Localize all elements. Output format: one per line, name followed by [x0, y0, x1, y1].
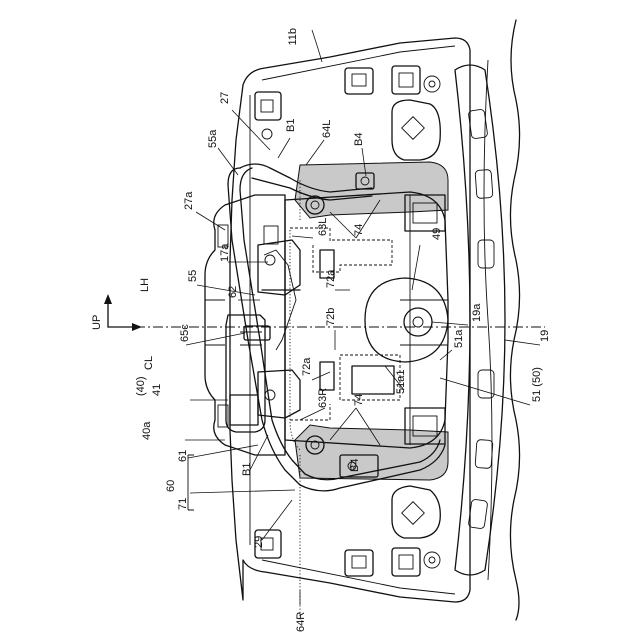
label-40-paren: (40) [135, 376, 147, 396]
label-27: 27 [219, 92, 231, 104]
label-74-top: 74 [353, 224, 365, 236]
leader-lines [185, 30, 540, 605]
label-63R: 63R [317, 388, 329, 408]
label-41: 41 [151, 384, 163, 396]
label-72a-top: 72a [325, 269, 337, 288]
top-bracket-left [255, 92, 281, 139]
label-55: 55 [187, 270, 199, 282]
label-49: 49 [431, 228, 443, 240]
label-B4-top: B4 [353, 133, 365, 146]
label-71: 71 [177, 498, 189, 510]
label-62: 62 [227, 286, 239, 298]
label-51a: 51a [453, 329, 465, 348]
fastener-63R [258, 370, 300, 418]
label-29: 29 [253, 536, 265, 548]
label-17a: 17a [219, 243, 231, 262]
label-61: 61 [177, 450, 189, 462]
label-B1-top: B1 [285, 119, 297, 132]
direction-arrows [104, 294, 142, 331]
case-window [352, 366, 394, 394]
label-19a: 19a [471, 303, 483, 322]
label-B1-bottom: B1 [241, 463, 253, 476]
top-boss [392, 100, 440, 160]
label-51-50: 51 (50) [531, 367, 543, 402]
hidden-line-72a [313, 240, 392, 272]
label-64R: 64R [295, 612, 307, 632]
label-72b: 72b [325, 308, 337, 326]
label-63L: 63L [317, 218, 329, 236]
label-19: 19 [539, 330, 551, 342]
reference-labels: 11b 27 B1 64L B4 55a 27a 63L 74 49 17a 7… [91, 28, 551, 632]
label-64L: 64L [321, 120, 333, 138]
label-27a: 27a [183, 191, 195, 210]
hidden-outline [290, 180, 300, 450]
top-bracket-mid [345, 66, 440, 94]
label-60: 60 [165, 480, 177, 492]
label-CL: CL [143, 356, 155, 370]
bottom-bracket-mid [345, 548, 440, 576]
label-55a: 55a [207, 129, 219, 148]
label-UP: UP [91, 315, 103, 330]
label-74-bottom: 74 [353, 394, 365, 406]
label-40a: 40a [141, 421, 153, 440]
label-11b: 11b [287, 28, 299, 46]
outer-housing-11b [230, 38, 470, 602]
bottom-boss [392, 486, 440, 538]
label-LH: LH [139, 278, 151, 292]
break-line-right [510, 20, 519, 620]
inflator-19a [365, 278, 448, 362]
label-B4-bottom: B4 [349, 459, 361, 472]
case-tabs [320, 195, 445, 444]
label-51a1: 51a1 [395, 370, 407, 394]
label-65c: 65c [179, 324, 191, 342]
label-72a-bottom: 72a [301, 357, 313, 376]
